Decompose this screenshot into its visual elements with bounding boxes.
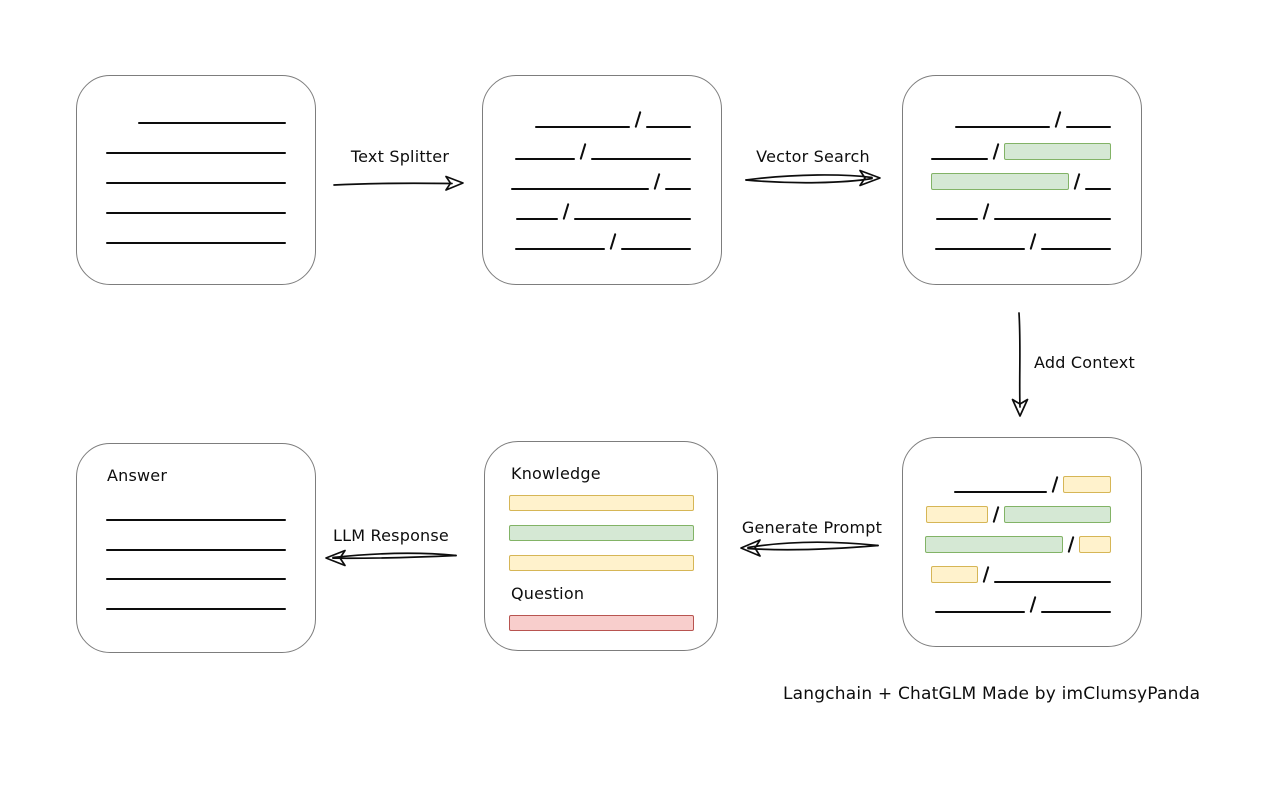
text-line — [621, 248, 691, 250]
llm-response-arrow — [325, 549, 457, 567]
chunk-row — [511, 142, 691, 160]
text-splitter-arrow — [333, 175, 464, 191]
context-chunk-yellow — [1079, 536, 1111, 553]
chunk-row — [931, 142, 1111, 160]
text-line — [994, 218, 1111, 220]
matched-chunk-green — [925, 536, 1063, 553]
generate-prompt-arrow — [740, 539, 879, 557]
vector-search-label: Vector Search — [756, 147, 870, 166]
text-line — [106, 212, 286, 214]
answer-box: Answer — [76, 443, 316, 653]
text-line — [931, 158, 988, 160]
text-line — [535, 126, 630, 128]
chunk-row — [511, 232, 691, 250]
text-line — [665, 188, 691, 190]
knowledge-bar-green — [509, 525, 694, 541]
context-chunk-yellow — [926, 506, 988, 523]
text-line — [106, 152, 286, 154]
text-line — [591, 158, 691, 160]
text-line — [138, 122, 286, 124]
chunk-row — [511, 202, 691, 220]
text-line — [574, 218, 691, 220]
text-line — [955, 126, 1050, 128]
text-line — [935, 248, 1025, 250]
chunk-row — [931, 172, 1111, 190]
chunk-row — [511, 172, 691, 190]
text-line — [515, 248, 605, 250]
prompt-box: Knowledge Question — [484, 441, 718, 651]
chunk-row — [511, 110, 691, 128]
text-line — [106, 242, 286, 244]
text-line — [1085, 188, 1111, 190]
vector-search-arrow — [745, 169, 881, 187]
matched-chunk-green — [931, 173, 1069, 190]
context-box — [902, 437, 1142, 647]
text-line — [936, 218, 978, 220]
source-document-box — [76, 75, 316, 285]
text-line — [511, 188, 650, 190]
generate-prompt-label: Generate Prompt — [741, 518, 883, 537]
text-line — [106, 182, 286, 184]
text-line — [106, 519, 286, 521]
add-context-arrow — [1011, 312, 1029, 417]
text-line — [646, 126, 691, 128]
text-line — [954, 491, 1047, 493]
chunk-row — [931, 595, 1111, 613]
context-chunk-yellow — [931, 566, 978, 583]
add-context-label: Add Context — [1034, 353, 1135, 372]
context-chunk-yellow — [1063, 476, 1111, 493]
llm-response-label: LLM Response — [333, 526, 449, 545]
text-line — [994, 581, 1111, 583]
chunk-row — [931, 202, 1111, 220]
chunk-row — [931, 232, 1111, 250]
chunk-row — [925, 535, 1111, 553]
split-chunks-box — [482, 75, 722, 285]
caption: Langchain + ChatGLM Made by imClumsyPand… — [783, 684, 1201, 704]
text-line — [516, 218, 558, 220]
text-splitter-label: Text Splitter — [350, 147, 450, 166]
text-line — [935, 611, 1025, 613]
chunk-row — [931, 475, 1111, 493]
chunk-row — [926, 505, 1111, 523]
chunk-row — [931, 110, 1111, 128]
knowledge-label: Knowledge — [511, 464, 601, 483]
chunk-row — [931, 565, 1111, 583]
vector-matches-box — [902, 75, 1142, 285]
text-line — [106, 549, 286, 551]
text-line — [1041, 248, 1111, 250]
text-line — [106, 578, 286, 580]
text-line — [106, 608, 286, 610]
text-line — [515, 158, 575, 160]
knowledge-bar-yellow — [509, 495, 694, 511]
knowledge-bar-yellow — [509, 555, 694, 571]
text-line — [1066, 126, 1111, 128]
question-label: Question — [511, 584, 585, 603]
matched-chunk-green — [1004, 143, 1111, 160]
matched-chunk-green — [1004, 506, 1111, 523]
question-bar-red — [509, 615, 694, 631]
answer-label: Answer — [107, 466, 168, 485]
text-line — [1041, 611, 1111, 613]
